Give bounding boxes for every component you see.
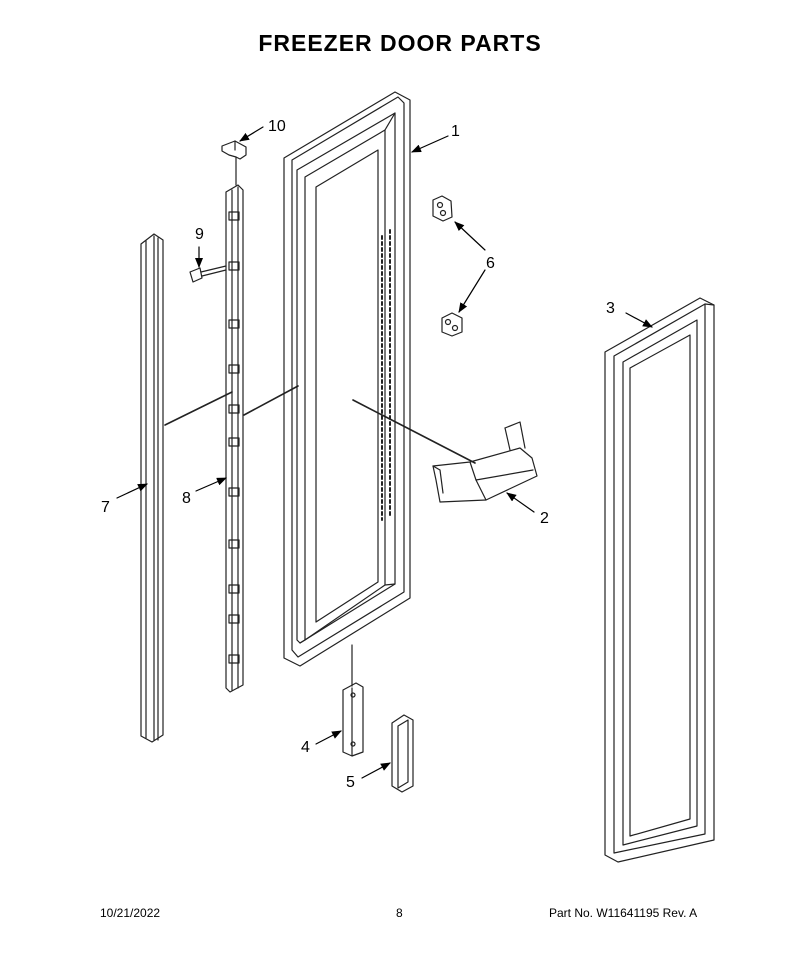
part-vertical-trim — [140, 233, 164, 743]
part-freezer-door — [283, 91, 411, 667]
callout-5: 5 — [346, 774, 355, 791]
footer-date: 10/21/2022 — [100, 906, 161, 920]
part-lower-bracket — [342, 644, 364, 757]
callout-9: 9 — [195, 226, 204, 243]
callout-arrows — [116, 126, 653, 779]
diagram-title: FREEZER DOOR PARTS — [258, 30, 542, 56]
callout-10: 10 — [268, 118, 286, 135]
part-door-bin — [432, 421, 538, 503]
footer-part-number: Part No. W11641195 Rev. A — [549, 906, 698, 920]
callout-2: 2 — [540, 510, 549, 527]
part-hinge-cover — [391, 714, 414, 793]
leader-lines — [164, 385, 476, 464]
callout-3: 3 — [606, 300, 615, 317]
callout-7: 7 — [101, 499, 110, 516]
part-hinge-upper — [432, 195, 453, 222]
footer-page-number: 8 — [396, 906, 403, 920]
callout-4: 4 — [301, 739, 310, 756]
callout-6: 6 — [486, 255, 495, 272]
part-hinge-rail — [225, 184, 244, 693]
part-hinge-lower — [441, 312, 463, 337]
callout-1: 1 — [451, 123, 460, 140]
part-top-cap — [221, 140, 247, 186]
callout-8: 8 — [182, 490, 191, 507]
part-door-gasket — [604, 297, 715, 863]
part-screw — [189, 265, 227, 283]
